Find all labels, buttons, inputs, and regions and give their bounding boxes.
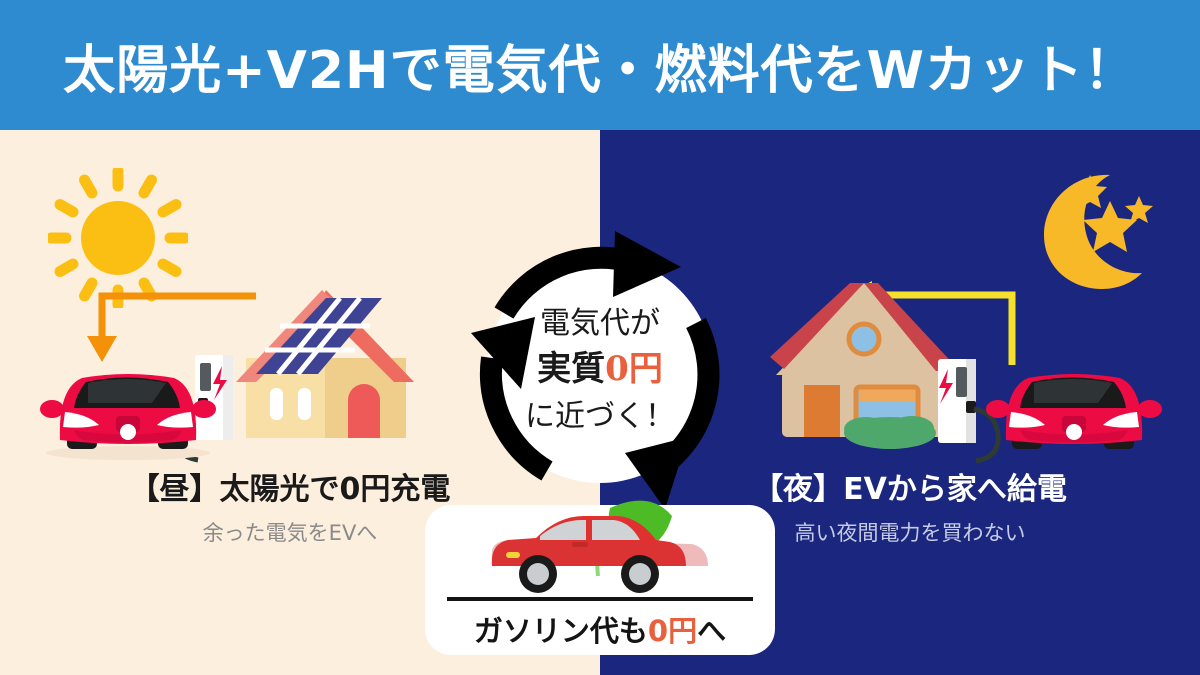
lightning-bolt-icon: [213, 366, 227, 400]
night-caption: 【夜】EVから家へ給電 高い夜間電力を買わない: [650, 470, 1170, 551]
cycle-arc-left: [479, 356, 553, 481]
header-banner: 太陽光+V2Hで電気代・燃料代をWカット！: [0, 0, 1200, 130]
night-caption-sub: 高い夜間電力を買わない: [794, 521, 1026, 545]
gas-card-label: ガソリン代も0円へ: [425, 608, 775, 650]
cycle-arrow-head-right: [625, 437, 688, 509]
night-scene-illustration: [770, 281, 1162, 464]
gas-label-accent: 0円: [647, 614, 698, 648]
day-caption-sub: 余った電気をEVへ: [202, 521, 378, 545]
gas-label-suffix: へ: [697, 614, 727, 648]
day-energy-arrow: [98, 292, 256, 340]
gas-card-divider: [447, 597, 753, 601]
headlight: [1103, 412, 1139, 428]
ev-car-day: [40, 374, 216, 460]
cycle-arrow-head-left: [471, 317, 535, 389]
v2h-charger: [195, 355, 233, 440]
cycle-diagram: [471, 231, 720, 509]
day-caption: 【昼】太陽光で0円充電 余った電気をEVへ: [30, 470, 550, 551]
attic-window: [846, 321, 882, 357]
page-title: 太陽光+V2Hで電気代・燃料代をWカット！: [63, 40, 1137, 101]
house-window: [270, 388, 283, 420]
night-caption-main: 【夜】EVから家へ給電: [753, 472, 1067, 507]
day-caption-main: 【昼】太陽光で0円充電: [129, 472, 451, 507]
house-door: [348, 384, 380, 438]
moon-icon: [1044, 174, 1153, 289]
house-window: [298, 388, 311, 420]
headlight: [63, 412, 99, 428]
cycle-arrow-head-top: [613, 231, 681, 297]
charging-cable: [973, 406, 1001, 464]
headlight: [1009, 412, 1045, 428]
day-arrow-head: [87, 336, 117, 362]
solar-panel-array: [256, 296, 382, 376]
red-car-side-view: [491, 516, 708, 593]
cycle-arc-top: [494, 246, 631, 319]
gas-car-illustration: [491, 500, 708, 593]
headlight: [506, 552, 520, 558]
house-with-solar: [236, 290, 414, 438]
night-energy-arrow: [868, 291, 1016, 365]
house-door: [804, 385, 840, 437]
v2h-charger-night: [938, 359, 976, 443]
day-scene-illustration: [40, 290, 414, 463]
headlight: [157, 412, 193, 428]
ev-car-night: [986, 374, 1162, 449]
house-night: [770, 283, 958, 449]
lightning-bolt-icon: [939, 369, 953, 404]
gas-label-prefix: ガソリン代も: [473, 614, 648, 648]
